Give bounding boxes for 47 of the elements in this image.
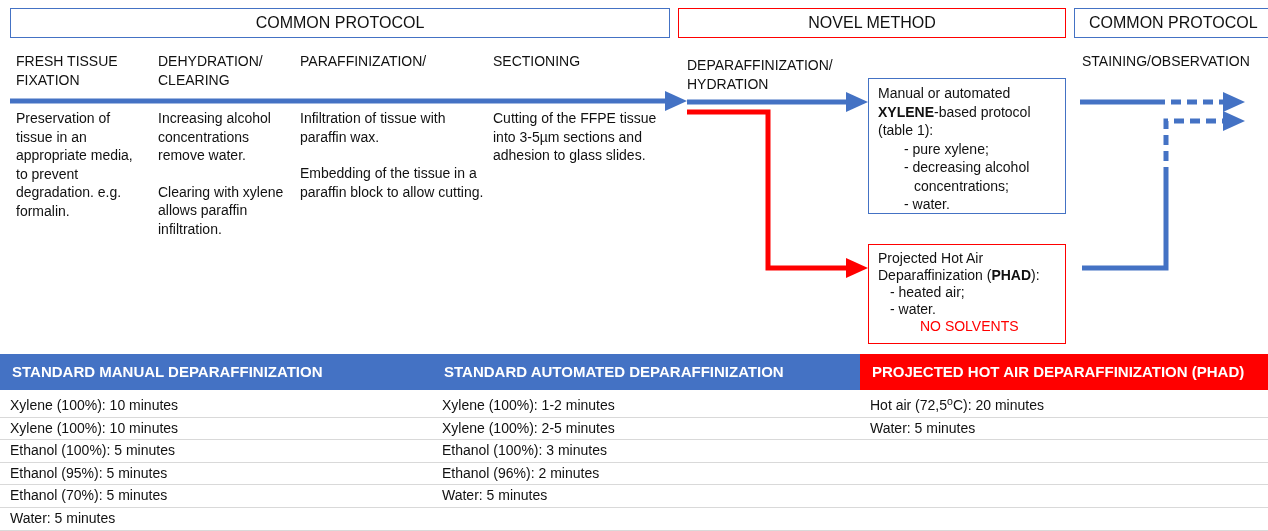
arrow <box>1082 111 1245 271</box>
table-cell-text: Hot air (72,5$^{o}$C): 20 minutes <box>869 396 1044 414</box>
method-box <box>868 244 1066 344</box>
table-cell-text: Ethanol (100%): 5 minutes <box>9 441 175 460</box>
step-heading: PARAFFINIZATION/ <box>300 52 428 71</box>
step-description: Clearing with xylene allows paraffin infiltration. <box>158 182 285 238</box>
arrow <box>687 92 868 112</box>
table-cell-text: Water: 5 minutes <box>441 486 548 505</box>
method-box <box>868 78 1066 214</box>
band-title: NOVEL METHOD <box>808 13 936 33</box>
warning-text: NO SOLVENTS <box>919 318 1020 335</box>
step-heading: STAINING/OBSERVATION <box>1082 52 1251 71</box>
table-cell-text: Water: 5 minutes <box>869 418 976 437</box>
table-cell-text: Xylene (100%): 10 minutes <box>9 418 179 437</box>
step-heading: DEHYDRATION/ CLEARING <box>158 52 264 90</box>
step-heading: SECTIONING <box>493 52 582 71</box>
box-text: Projected Hot Air Deparaffinization (PHAD): <box>878 250 1041 284</box>
step-heading: DEPARAFFINIZATION/ HYDRATION <box>687 56 834 93</box>
list-item: - pure xylene; <box>903 139 990 158</box>
list-item: - heated air; <box>889 284 966 301</box>
list-item: - decreasing alcohol concentrations; <box>903 158 1031 195</box>
arrow <box>10 91 687 111</box>
table-cell-text: Water: 5 minutes <box>9 509 116 527</box>
step-description: Cutting of the FFPE tissue into 3-5µm sections and adhesion to glass slides. <box>493 109 658 165</box>
arrow <box>1080 92 1245 112</box>
arrow <box>687 109 868 278</box>
step-description: Preservation of tissue in an appropriate media, to prevent degradation. e.g. formalin. <box>16 109 134 220</box>
box-text: Manual or automated XYLENE-based protocol (table 1): <box>878 84 1032 140</box>
step-description: Embedding of the tissue in a paraffin block to allow cutting. <box>300 164 485 201</box>
step-description: Increasing alcohol concentrations remove water. <box>158 109 272 165</box>
step-heading: FRESH TISSUE FIXATION <box>16 52 119 90</box>
list-item: - water. <box>889 301 937 318</box>
band-title: COMMON PROTOCOL <box>255 13 425 33</box>
table-cell-text: Ethanol (95%): 5 minutes <box>9 463 168 482</box>
table-cell-text: Xylene (100%): 10 minutes <box>9 396 179 414</box>
section-band <box>678 8 1066 38</box>
table-cell-text: Ethanol (70%): 5 minutes <box>9 486 168 505</box>
section-band <box>1074 8 1268 38</box>
table-cell-text: Xylene (100%): 2-5 minutes <box>441 418 615 437</box>
section-band <box>10 8 670 38</box>
table-cell-text: Ethanol (100%): 3 minutes <box>441 441 607 460</box>
table-header-cell: PROJECTED HOT AIR DEPARAFFINIZATION (PHAD) <box>860 354 1268 390</box>
step-description: Infiltration of tissue with paraffin wax. <box>300 109 447 146</box>
table-cell-text: Ethanol (96%): 2 minutes <box>441 463 600 482</box>
table-cell-text: Xylene (100%): 1-2 minutes <box>441 396 615 414</box>
list-item: - water. <box>903 195 951 214</box>
band-title: COMMON PROTOCOL <box>1089 13 1258 33</box>
